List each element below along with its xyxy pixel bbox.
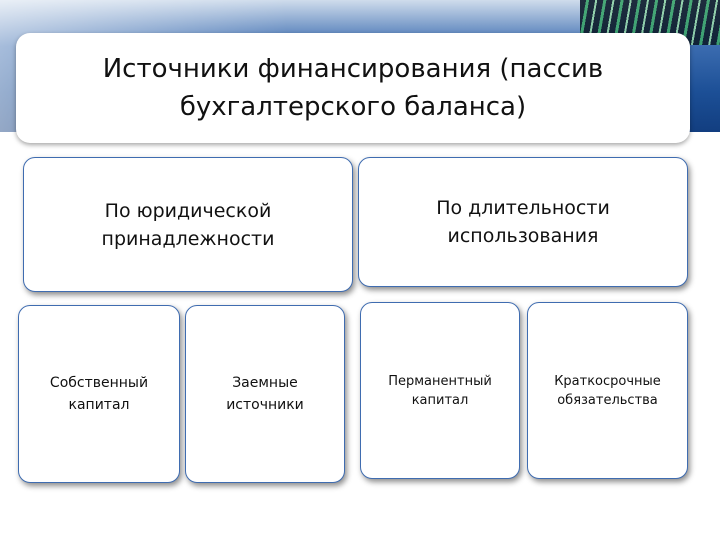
category-label-ownership: По юридической принадлежности bbox=[102, 197, 275, 253]
leaf-label-borrowed: Заемные источники bbox=[226, 372, 304, 416]
leaf-box-permanent: Перманентный капитал bbox=[360, 302, 520, 479]
category-box-ownership: По юридической принадлежности bbox=[23, 157, 353, 292]
leaf-label-short-term: Краткосрочные обязательства bbox=[554, 372, 661, 410]
leaf-label-permanent: Перманентный капитал bbox=[388, 372, 492, 410]
leaf-label-own-capital: Собственный капитал bbox=[50, 372, 148, 416]
category-box-duration: По длительности использования bbox=[358, 157, 688, 287]
diagram-title: Источники финансирования (пассив бухгалт… bbox=[103, 50, 604, 126]
category-label-duration: По длительности использования bbox=[436, 194, 610, 250]
leaf-box-borrowed: Заемные источники bbox=[185, 305, 345, 483]
title-box: Источники финансирования (пассив бухгалт… bbox=[16, 33, 690, 143]
leaf-box-own-capital: Собственный капитал bbox=[18, 305, 180, 483]
leaf-box-short-term: Краткосрочные обязательства bbox=[527, 302, 688, 479]
